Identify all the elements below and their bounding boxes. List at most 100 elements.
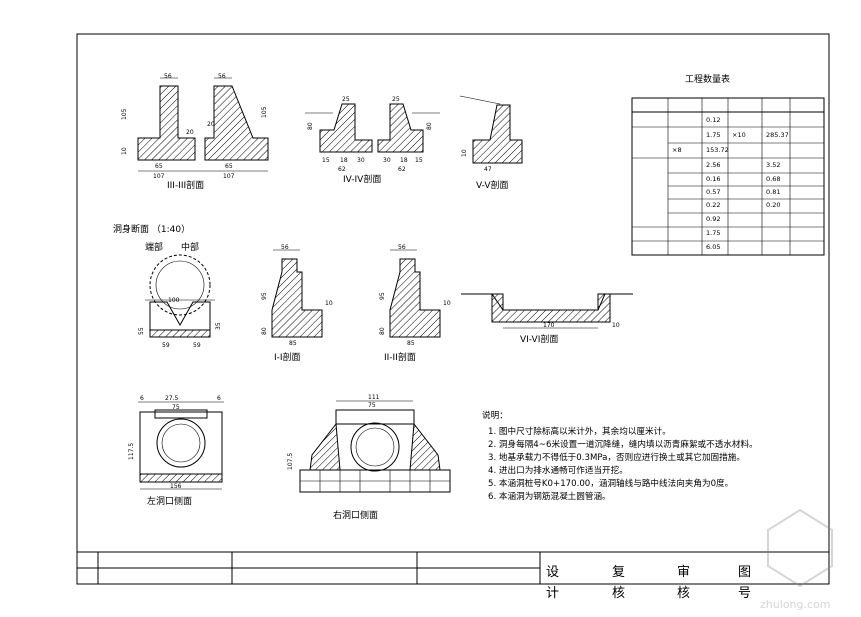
svg-text:10: 10 <box>325 300 333 307</box>
section-2-2-caption: II-II剖面 <box>384 351 416 363</box>
section-3-3-caption: III-III剖面 <box>167 179 204 191</box>
tb-top-1: 设 <box>546 565 560 580</box>
right-portal-caption: 右洞口侧面 <box>333 509 378 521</box>
svg-text:10: 10 <box>121 147 128 155</box>
tb-bottom-4: 号 <box>738 586 752 601</box>
svg-text:18: 18 <box>340 157 348 164</box>
table-cell: 3.52 <box>766 161 780 169</box>
notes-title: 说明： <box>482 409 508 421</box>
table-cell: 1.75 <box>706 131 720 139</box>
section-4-4: 25 25 80 80 15 18 30 30 18 15 62 62 IV-I… <box>305 96 440 185</box>
svg-text:65: 65 <box>225 163 233 170</box>
left-portal-caption: 左洞口侧面 <box>147 495 192 507</box>
svg-text:111: 111 <box>368 394 380 401</box>
svg-text:117.5: 117.5 <box>128 443 135 460</box>
section-5-5-caption: V-V剖面 <box>476 179 509 191</box>
section-6-6: 170 10 VI-VI剖面 <box>461 293 633 345</box>
right-portal-view: 111 75 107.5 右洞口侧面 <box>287 394 451 521</box>
svg-text:55: 55 <box>138 327 145 335</box>
table-cell: 0.20 <box>766 201 780 209</box>
table-cell: 6.05 <box>706 243 720 251</box>
svg-text:6: 6 <box>140 395 144 402</box>
svg-text:95: 95 <box>379 292 386 300</box>
svg-text:75: 75 <box>172 404 180 411</box>
svg-text:100: 100 <box>168 297 180 304</box>
table-cell: 1.75 <box>706 229 720 237</box>
table-cell: 0.16 <box>706 175 720 183</box>
section-6-6-caption: VI-VI剖面 <box>520 333 558 345</box>
svg-text:85: 85 <box>289 340 297 347</box>
table-cell: 0.22 <box>706 201 720 209</box>
table-cell: 285.37 <box>766 131 789 139</box>
svg-text:62: 62 <box>338 166 346 173</box>
left-portal-view: 27.5 75 156 117.5 6 6 左洞口侧面 <box>128 395 224 507</box>
svg-text:156: 156 <box>170 483 182 490</box>
body-section: 洞身断面 （1:40） 端部 中部 100 59 59 55 35 <box>113 223 222 349</box>
svg-text:27.5: 27.5 <box>165 395 179 402</box>
section-5-5: 10 47 V-V剖面 <box>459 95 523 191</box>
section-4-4-caption: IV-IV剖面 <box>343 173 381 185</box>
svg-text:95: 95 <box>261 292 268 300</box>
svg-text:62: 62 <box>398 166 406 173</box>
tb-top-2: 复 <box>612 565 626 580</box>
svg-text:6: 6 <box>217 395 221 402</box>
svg-text:25: 25 <box>392 96 400 103</box>
section-3-3: 56 56 105 105 10 20 20 65 65 107 107 III… <box>121 73 269 191</box>
table-cell: ×10 <box>732 131 746 139</box>
table-cell: ×8 <box>672 146 682 154</box>
svg-text:59: 59 <box>162 342 170 349</box>
svg-text:107: 107 <box>223 173 235 180</box>
table-cell: 0.92 <box>706 215 720 223</box>
table-cell: 153.72 <box>706 146 729 154</box>
section-1-1-caption: I-I剖面 <box>274 351 301 363</box>
svg-text:18: 18 <box>400 157 408 164</box>
svg-text:56: 56 <box>398 244 406 251</box>
svg-text:56: 56 <box>281 244 289 251</box>
note-6: 6. 本涵洞为钢筋混凝土圆管涵。 <box>488 490 611 502</box>
svg-text:10: 10 <box>612 322 620 329</box>
svg-text:15: 15 <box>415 157 423 164</box>
svg-text:107.5: 107.5 <box>287 453 294 470</box>
svg-text:30: 30 <box>357 157 365 164</box>
table-cell: 0.57 <box>706 188 720 196</box>
svg-text:56: 56 <box>218 73 226 80</box>
svg-text:56: 56 <box>164 73 172 80</box>
svg-text:105: 105 <box>121 108 128 120</box>
quantity-table: 工程数量表 0.12 1.75 ×10 285.37 ×8 153.72 2.56 3.52 0… <box>631 73 825 256</box>
note-4: 4. 进出口为排水通畅可作适当开挖。 <box>488 464 628 476</box>
svg-text:85: 85 <box>407 340 415 347</box>
svg-text:35: 35 <box>215 322 222 330</box>
svg-text:10: 10 <box>443 300 451 307</box>
svg-text:47: 47 <box>484 166 492 173</box>
tb-top-3: 审 <box>677 565 691 580</box>
svg-text:80: 80 <box>261 327 268 335</box>
tb-top-4: 图 <box>738 565 752 580</box>
svg-text:59: 59 <box>193 342 201 349</box>
end-label: 端部 <box>145 241 163 253</box>
svg-text:80: 80 <box>379 327 386 335</box>
svg-text:170: 170 <box>543 322 555 329</box>
tb-bottom-1: 计 <box>546 586 560 601</box>
svg-text:25: 25 <box>342 96 350 103</box>
table-cell: 0.12 <box>706 116 720 124</box>
svg-text:65: 65 <box>155 163 163 170</box>
svg-text:20: 20 <box>207 121 215 128</box>
note-3: 3. 地基承载力不得低于0.3MPa，否则应进行换土或其它加固措施。 <box>488 451 745 463</box>
svg-text:107: 107 <box>153 173 165 180</box>
title-block: 设 复 审 图 计 核 核 号 <box>546 565 752 601</box>
svg-text:20: 20 <box>186 129 194 136</box>
table-cell: 0.81 <box>766 188 780 196</box>
svg-text:80: 80 <box>426 122 433 130</box>
note-1: 1. 图中尺寸除标高以米计外，其余均以厘米计。 <box>488 425 671 437</box>
notes: 说明： 1. 图中尺寸除标高以米计外，其余均以厘米计。 2. 洞身每隔4~6米设… <box>482 409 758 502</box>
svg-text:10: 10 <box>461 149 468 157</box>
body-title: 洞身断面 （1:40） <box>113 223 190 235</box>
watermark-text: zhulong.com <box>760 598 830 611</box>
section-1-1: 56 95 80 10 85 I-I剖面 <box>261 244 333 363</box>
svg-text:80: 80 <box>307 122 314 130</box>
tb-bottom-3: 核 <box>677 586 691 601</box>
table-cell: 2.56 <box>706 161 720 169</box>
table-title: 工程数量表 <box>685 73 730 85</box>
